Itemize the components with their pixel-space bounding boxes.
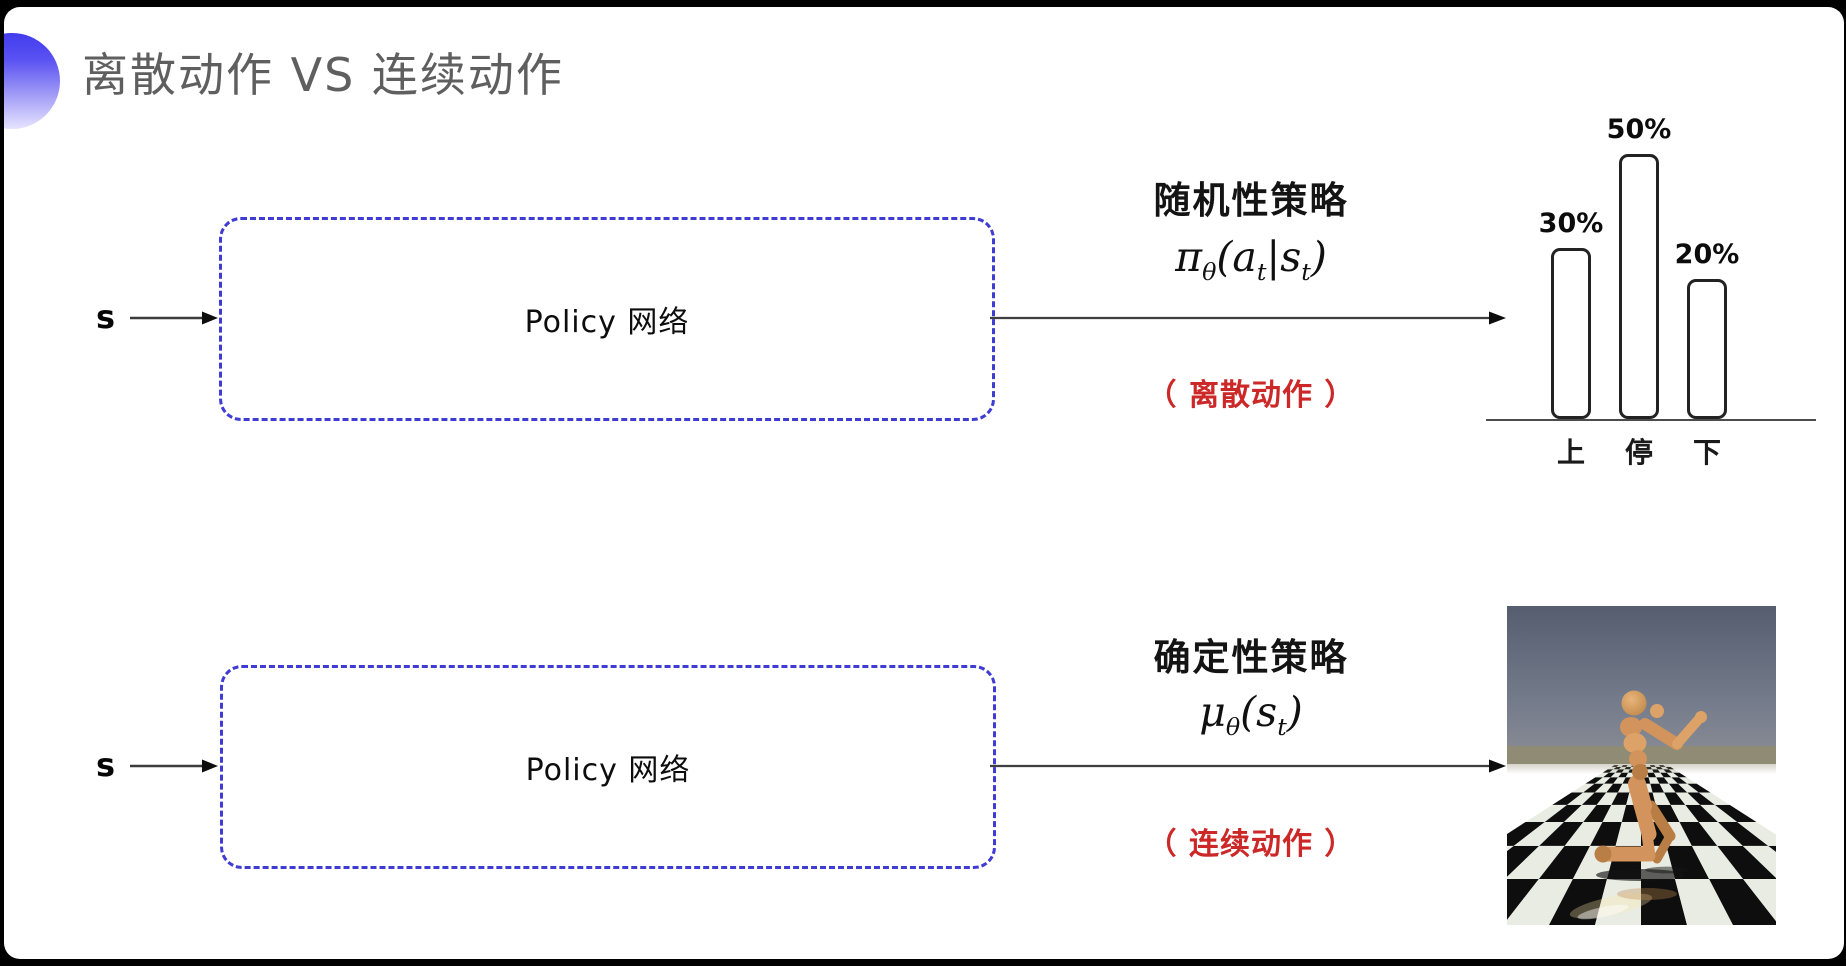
chart-bar bbox=[1619, 154, 1659, 419]
formula-arg: |s bbox=[1266, 233, 1302, 281]
title-bullet-decoration bbox=[4, 33, 60, 129]
formula-subscript: t bbox=[1277, 713, 1287, 742]
policy-formula-stochastic: πθ(at|st) bbox=[1096, 233, 1406, 286]
bar-category-label: 上 bbox=[1556, 436, 1585, 469]
formula-subscript: θ bbox=[1225, 713, 1241, 742]
action-bar-chart: 30% 上 50% 停 20% 下 bbox=[1486, 97, 1818, 469]
policy-network-box-bottom: Policy 网络 bbox=[220, 665, 996, 869]
policy-network-label-top: Policy 网络 bbox=[524, 305, 690, 340]
formula-subscript: t bbox=[1301, 258, 1311, 287]
bar-value-label: 50% bbox=[1606, 114, 1672, 145]
policy-network-box-top: Policy 网络 bbox=[219, 217, 995, 421]
output-arrow-top bbox=[990, 308, 1508, 328]
humanoid-robot-image bbox=[1507, 606, 1776, 925]
formula-arg: (s bbox=[1240, 688, 1278, 736]
slide-surface: 离散动作 VS 连续动作 s Policy 网络 随机性策略 πθ(at|st)… bbox=[4, 7, 1844, 959]
page-title: 离散动作 VS 连续动作 bbox=[82, 48, 564, 102]
formula-arg: ) bbox=[1310, 233, 1327, 281]
chart-bar bbox=[1687, 279, 1727, 419]
state-input-label-top: s bbox=[96, 298, 116, 336]
policy-type-title-deterministic: 确定性策略 bbox=[1153, 636, 1349, 679]
formula-symbol: π bbox=[1175, 233, 1203, 281]
input-arrow-top bbox=[128, 308, 220, 328]
policy-network-label-bottom: Policy 网络 bbox=[525, 753, 691, 788]
bar-category-label: 下 bbox=[1692, 436, 1721, 469]
output-arrow-bottom bbox=[990, 756, 1508, 776]
formula-symbol: μ bbox=[1199, 688, 1226, 736]
formula-subscript: θ bbox=[1202, 258, 1217, 287]
bar-category-label: 停 bbox=[1624, 436, 1653, 469]
policy-type-title-stochastic: 随机性策略 bbox=[1153, 179, 1349, 222]
chart-baseline bbox=[1486, 419, 1816, 421]
policy-formula-deterministic: μθ(st) bbox=[1096, 688, 1406, 741]
action-type-note-continuous: （ 连续动作 ） bbox=[1146, 827, 1356, 862]
chart-bar bbox=[1551, 248, 1591, 419]
formula-arg: ) bbox=[1286, 688, 1303, 736]
action-type-note-discrete: （ 离散动作 ） bbox=[1146, 378, 1356, 413]
bar-value-label: 20% bbox=[1674, 239, 1740, 270]
formula-subscript: t bbox=[1256, 258, 1267, 287]
state-input-label-bottom: s bbox=[96, 746, 116, 784]
input-arrow-bottom bbox=[128, 756, 220, 776]
formula-arg: (a bbox=[1216, 233, 1257, 281]
bar-value-label: 30% bbox=[1538, 208, 1604, 239]
